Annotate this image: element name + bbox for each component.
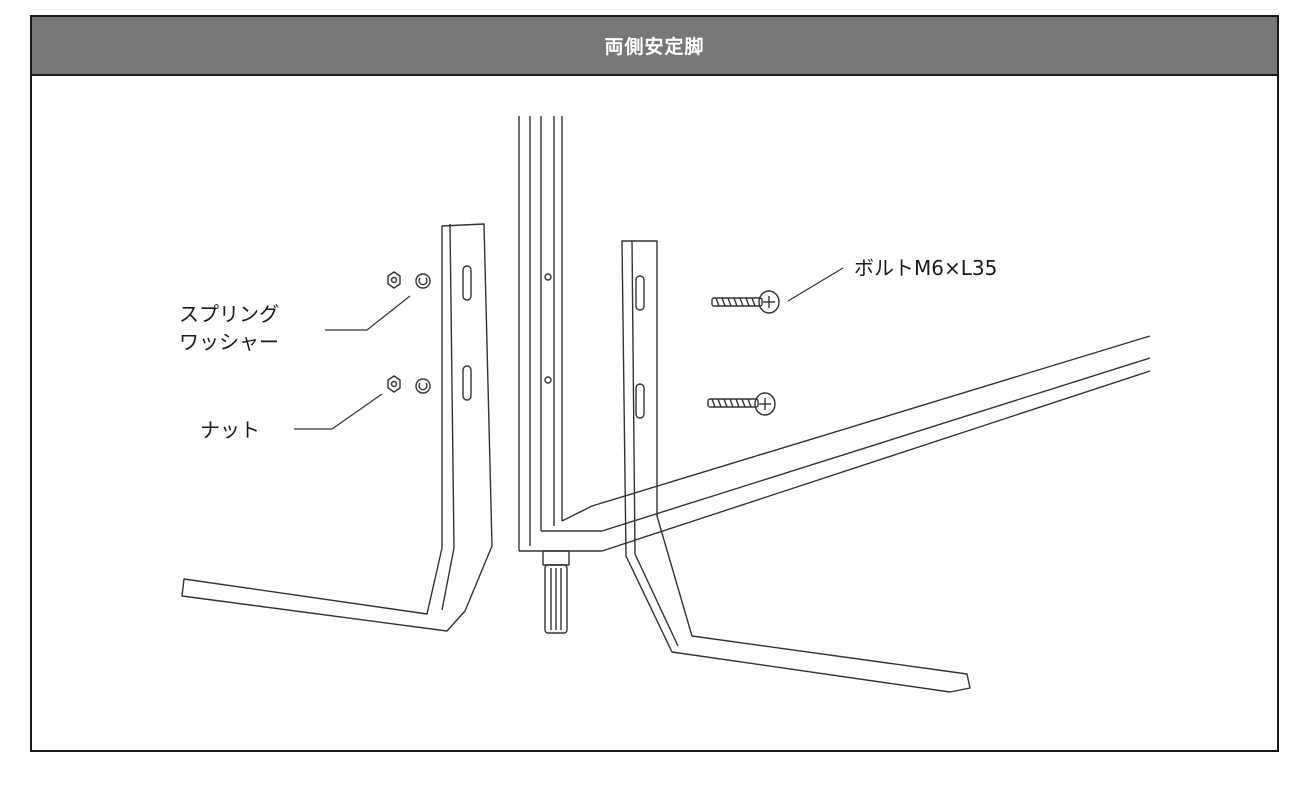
page-title: 両側安定脚	[604, 36, 705, 58]
leader-lines	[294, 267, 844, 430]
bolt-icon	[707, 290, 780, 416]
diagram-frame: 両側安定脚	[30, 15, 1279, 752]
spring-washer-label-line2: ワッシャー	[179, 330, 279, 354]
assembly-diagram: スプリング ワッシャー ナット ボルトM6×L35	[179, 116, 1151, 693]
spring-washer-icon	[415, 273, 431, 394]
bolt-label: ボルトM6×L35	[854, 256, 997, 280]
nut-icon	[387, 271, 401, 393]
right-stabilizer-leg	[621, 240, 971, 693]
title-bar: 両側安定脚	[32, 17, 1277, 76]
panel-frame	[518, 116, 1151, 552]
spring-washer-label-line1: スプリング	[179, 302, 279, 326]
leveling-foot	[542, 550, 570, 634]
left-stabilizer-leg	[181, 223, 493, 632]
nut-label: ナット	[200, 418, 260, 442]
